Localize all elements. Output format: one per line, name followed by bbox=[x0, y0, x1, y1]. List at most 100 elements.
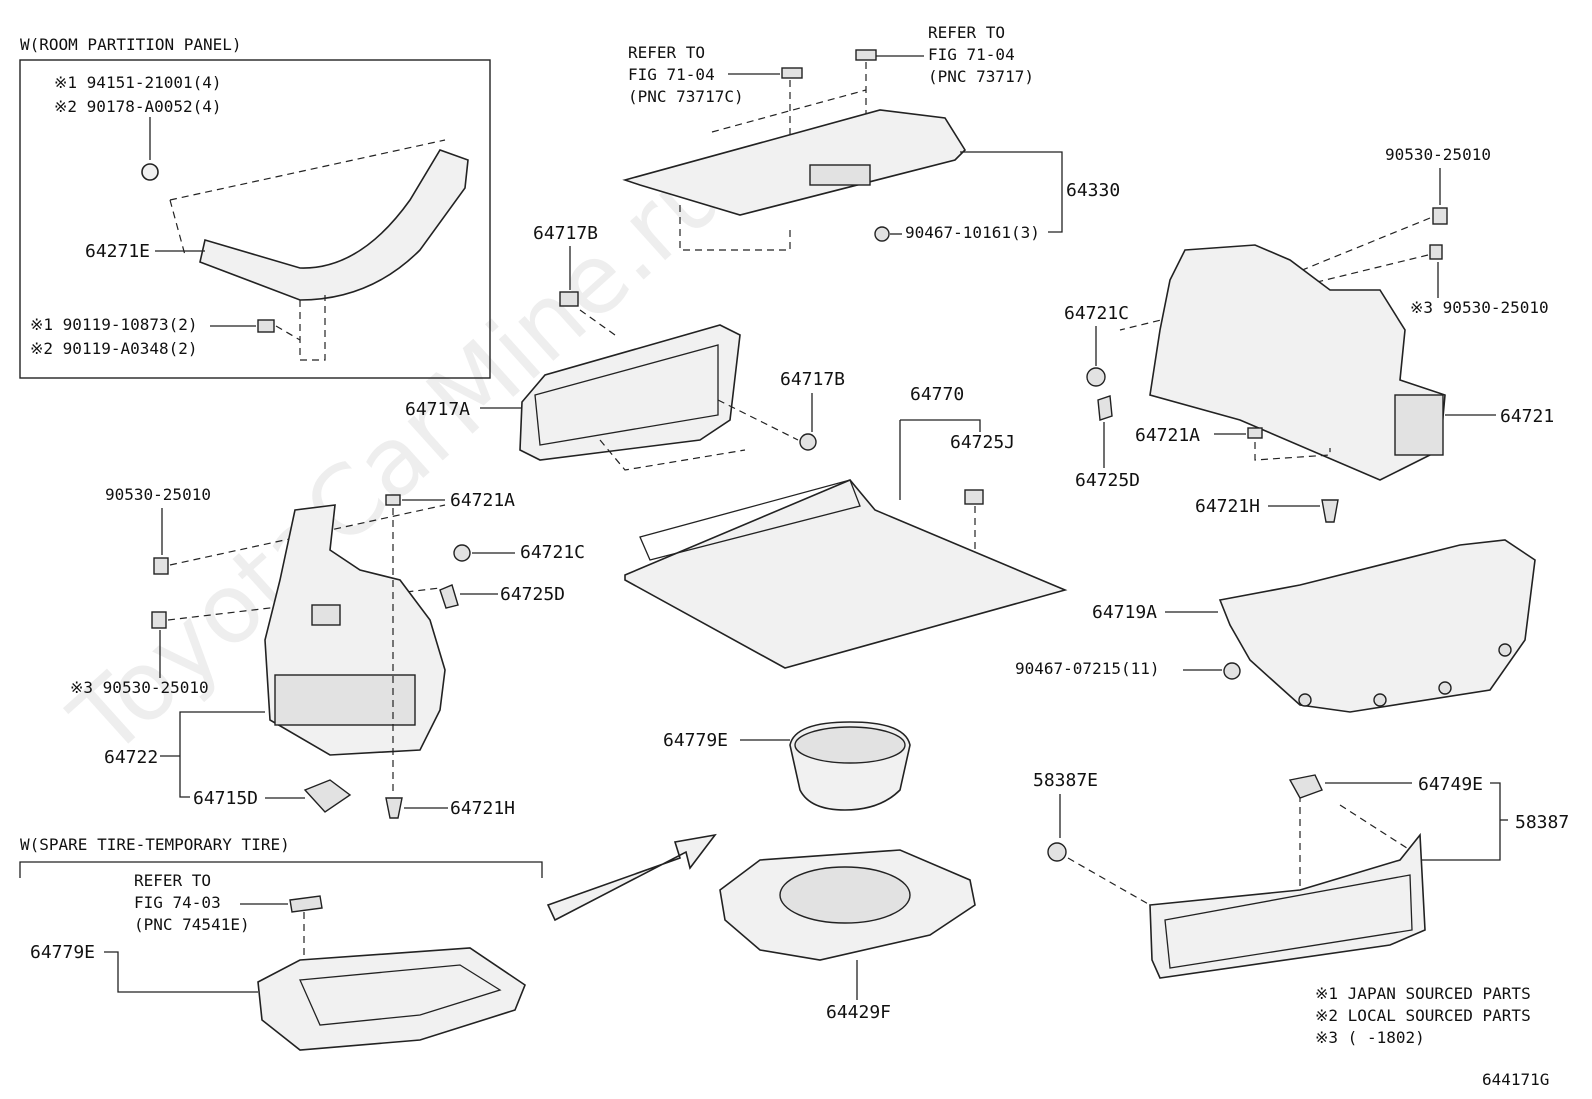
hook-64725D-left-shape bbox=[439, 584, 459, 609]
label-64721H-left: 64721H bbox=[450, 798, 515, 819]
label-64429F: 64429F bbox=[826, 1002, 891, 1023]
refer-right-line2: FIG 71-04 bbox=[928, 45, 1015, 64]
clip-64717B-right-shape bbox=[799, 433, 817, 451]
clip-64721H-left-shape bbox=[385, 797, 403, 819]
clip-90467-07215-shape bbox=[1223, 662, 1241, 680]
pad-90530-left-top-shape bbox=[153, 557, 169, 575]
refer-bottom-line2: FIG 74-03 bbox=[134, 893, 221, 912]
floor-mat-group: 64770 64725J bbox=[624, 384, 1068, 669]
label-64721A-right: 64721A bbox=[1135, 425, 1200, 446]
label-90530-25010-right-bottom: ※3 90530-25010 bbox=[1410, 298, 1549, 317]
cover-64715D-shape bbox=[303, 779, 352, 813]
label-64715D: 64715D bbox=[193, 788, 258, 809]
trim-64721-pocket-shape bbox=[1394, 394, 1444, 456]
trunk-lid-trim-64719A-shape bbox=[1218, 539, 1536, 713]
shelf-group: REFER TO FIG 71-04 (PNC 73717C) REFER TO… bbox=[622, 23, 1120, 251]
hook-64725J-shape bbox=[964, 489, 984, 505]
room-partition-group: W(ROOM PARTITION PANEL) ※1 94151-21001(4… bbox=[19, 35, 491, 379]
note-local-sourced: ※2 LOCAL SOURCED PARTS bbox=[1315, 1006, 1531, 1025]
figure-id: 644171G bbox=[1482, 1070, 1549, 1089]
label-90530-25010-left-bottom: ※3 90530-25010 bbox=[70, 678, 209, 697]
label-64770: 64770 bbox=[910, 384, 964, 405]
note-japan-sourced: ※1 JAPAN SOURCED PARTS bbox=[1315, 984, 1531, 1003]
room-partition-frame bbox=[19, 59, 491, 379]
partition-panel-64271E-shape bbox=[199, 149, 469, 301]
label-64725D-right: 64725D bbox=[1075, 470, 1140, 491]
label-90467-07215: 90467-07215(11) bbox=[1015, 659, 1160, 678]
pad-90530-right-top-shape bbox=[1432, 207, 1448, 225]
label-64721A-left: 64721A bbox=[450, 490, 515, 511]
label-64721H-right: 64721H bbox=[1195, 496, 1260, 517]
tool-tray-64779E-shape bbox=[257, 947, 526, 1051]
pad-90530-left-bottom-shape bbox=[151, 611, 167, 629]
rear-trim-group: 58387E 64749E 58387 bbox=[1033, 770, 1569, 979]
label-90530-25010-right-top: 90530-25010 bbox=[1385, 145, 1491, 164]
label-64717B-right: 64717B bbox=[780, 369, 845, 390]
spare-tray-group: 64429F bbox=[719, 849, 976, 1023]
label-64725J: 64725J bbox=[950, 432, 1015, 453]
floor-mat-64770-shape bbox=[624, 479, 1068, 669]
label-64271E: 64271E bbox=[85, 241, 150, 262]
label-64721C-right: 64721C bbox=[1064, 303, 1129, 324]
label-64717A: 64717A bbox=[405, 399, 470, 420]
trunk-lid-group: 64719A 90467-07215(11) bbox=[1015, 539, 1536, 713]
label-64725D-left: 64725D bbox=[500, 584, 565, 605]
clip-73717C-shape bbox=[781, 67, 803, 79]
section-title-room-partition: W(ROOM PARTITION PANEL) bbox=[20, 35, 242, 54]
label-90530-25010-left-top: 90530-25010 bbox=[105, 485, 211, 504]
label-64721C-left: 64721C bbox=[520, 542, 585, 563]
label-90119-A0348: ※2 90119-A0348(2) bbox=[30, 339, 198, 358]
note-date-range: ※3 ( -1802) bbox=[1315, 1028, 1425, 1047]
label-64717B-top: 64717B bbox=[533, 223, 598, 244]
left-side-trim-group: 90530-25010 ※3 90530-25010 64722 64715D … bbox=[70, 485, 585, 819]
clip-90467-shape bbox=[874, 226, 890, 242]
bolt-shape bbox=[257, 319, 275, 333]
label-90178-A0052: ※2 90178-A0052(4) bbox=[54, 97, 222, 116]
label-94151-21001: ※1 94151-21001(4) bbox=[54, 73, 222, 92]
right-side-trim-group: 90530-25010 ※3 90530-25010 64721C 64725D… bbox=[1064, 145, 1554, 523]
tool-box-center-group: 64779E bbox=[663, 721, 911, 811]
screw-64717B-top-shape bbox=[559, 291, 579, 307]
trim-cutout-shape bbox=[311, 604, 341, 626]
hook-64749E-shape bbox=[1288, 774, 1323, 799]
label-64779E-left: 64779E bbox=[30, 942, 95, 963]
direction-arrow-shape bbox=[546, 833, 717, 922]
clip-73717-shape bbox=[855, 49, 877, 61]
refer-left-line2: FIG 71-04 bbox=[628, 65, 715, 84]
clip-58387E-shape bbox=[1047, 842, 1067, 862]
clip-64721C-left-shape bbox=[453, 544, 471, 562]
refer-left-line3: (PNC 73717C) bbox=[628, 87, 744, 106]
label-90119-10873: ※1 90119-10873(2) bbox=[30, 315, 198, 334]
label-58387E: 58387E bbox=[1033, 770, 1098, 791]
clip-64721C-right-shape bbox=[1086, 367, 1106, 387]
clip-64721A-right-shape bbox=[1247, 427, 1263, 439]
side-panel-64717-group: 64717B 64717A 64717B bbox=[405, 223, 845, 471]
refer-right-line1: REFER TO bbox=[928, 23, 1005, 42]
clip-64721A-left-shape bbox=[385, 494, 401, 506]
label-90467-10161: 90467-10161(3) bbox=[905, 223, 1040, 242]
label-64719A: 64719A bbox=[1092, 602, 1157, 623]
label-64749E: 64749E bbox=[1418, 774, 1483, 795]
trim-panel-64717A-shape bbox=[519, 324, 741, 461]
tray-slot-shape bbox=[809, 164, 871, 186]
package-tray-trim-64330-shape bbox=[622, 109, 967, 216]
spare-tire-group: W(SPARE TIRE-TEMPORARY TIRE) REFER TO FI… bbox=[19, 833, 717, 1051]
trim-recess-shape bbox=[274, 674, 416, 726]
hook-64725D-right-shape bbox=[1097, 395, 1113, 421]
label-64330: 64330 bbox=[1066, 180, 1120, 201]
refer-bottom-line1: REFER TO bbox=[134, 871, 211, 890]
rear-trim-58387-shape bbox=[1149, 832, 1426, 979]
notes-group: ※1 JAPAN SOURCED PARTS ※2 LOCAL SOURCED … bbox=[1315, 984, 1549, 1089]
refer-bottom-line3: (PNC 74541E) bbox=[134, 915, 250, 934]
label-58387: 58387 bbox=[1515, 812, 1569, 833]
clip-64721H-right-shape bbox=[1321, 499, 1339, 523]
refer-left-line1: REFER TO bbox=[628, 43, 705, 62]
refer-right-line3: (PNC 73717) bbox=[928, 67, 1034, 86]
label-64779E-center: 64779E bbox=[663, 730, 728, 751]
jack-label-shape bbox=[289, 895, 323, 913]
section-title-spare-tire: W(SPARE TIRE-TEMPORARY TIRE) bbox=[20, 835, 290, 854]
label-64721: 64721 bbox=[1500, 406, 1554, 427]
pad-90530-right-bottom-shape bbox=[1429, 244, 1443, 260]
label-64722: 64722 bbox=[104, 747, 158, 768]
